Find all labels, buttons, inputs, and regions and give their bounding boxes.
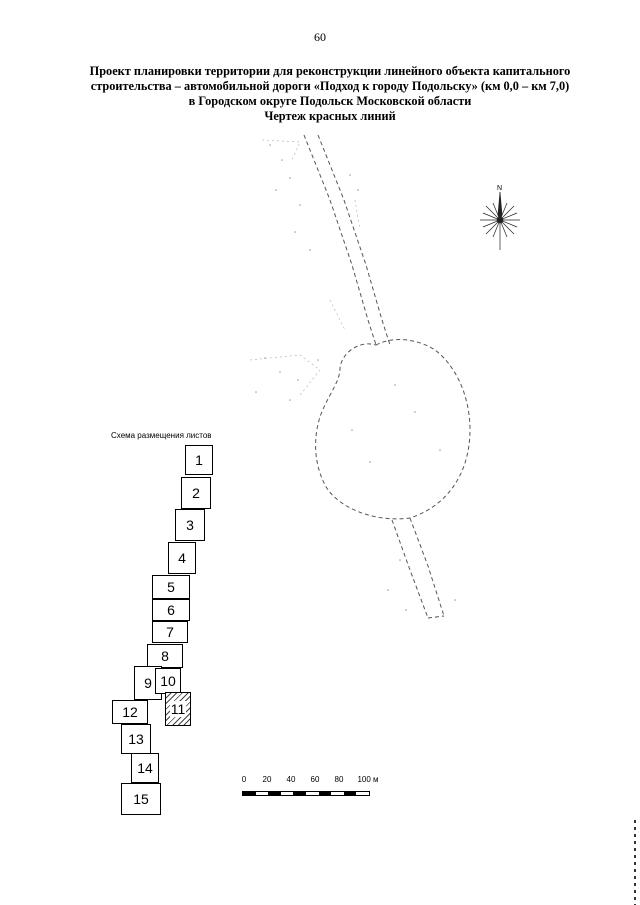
sheet-1: 1 <box>185 445 213 475</box>
title-line-4: Чертеж красных линий <box>264 109 396 123</box>
title-line-2: строительства – автомобильной дороги «По… <box>90 79 570 93</box>
sheet-3: 3 <box>175 509 205 541</box>
scale-tick-label: 80 <box>334 775 344 784</box>
scale-tick-label: 100 м <box>357 775 379 784</box>
interchange-outline <box>315 339 471 520</box>
road-lower-left-edge <box>391 519 429 619</box>
sheet-6: 6 <box>152 599 190 621</box>
scale-bar <box>242 791 370 796</box>
sheet-15: 15 <box>121 783 161 815</box>
sheet-number: 4 <box>178 550 186 566</box>
sheet-number: 8 <box>161 648 169 664</box>
sheet-12: 12 <box>112 700 148 724</box>
scale-tick-label: 0 <box>241 775 247 784</box>
scale-tick-label: 40 <box>286 775 296 784</box>
scale-tick-label: 60 <box>310 775 320 784</box>
road-end-cap <box>427 615 445 619</box>
sheet-number: 14 <box>137 760 153 776</box>
sheet-10: 10 <box>155 668 181 694</box>
sheet-number: 3 <box>186 517 194 533</box>
compass-north-label: N <box>497 185 502 192</box>
scale-tick-label: 20 <box>262 775 272 784</box>
sheet-number: 10 <box>160 673 176 689</box>
sheet-number: 11 <box>169 701 187 717</box>
road-right-edge <box>317 134 391 346</box>
sheet-7: 7 <box>152 621 188 643</box>
sheet-number: 12 <box>122 704 138 720</box>
road-lower-right-edge <box>409 517 445 617</box>
sheet-number: 5 <box>167 579 175 595</box>
sheet-number: 6 <box>167 602 175 618</box>
sheet-number: 2 <box>192 485 200 501</box>
sheet-number: 7 <box>166 624 174 640</box>
sheet-4: 4 <box>168 542 196 574</box>
sheet-layout-caption: Схема размещения листов <box>111 431 212 440</box>
compass-rose <box>480 191 520 250</box>
sheet-8: 8 <box>147 644 183 668</box>
title-line-3: в Городском округе Подольск Московской о… <box>188 94 472 108</box>
sheet-number: 9 <box>144 675 152 691</box>
title-line-1: Проект планировки территории для реконст… <box>89 64 571 78</box>
page-edge-mark <box>634 820 636 905</box>
sheet-number: 15 <box>133 791 149 807</box>
sheet-11: 11 <box>165 692 191 726</box>
document-title: Проект планировки территории для реконст… <box>70 64 590 124</box>
road-left-edge <box>303 134 377 346</box>
sheet-number: 1 <box>195 452 203 468</box>
page-number: 60 <box>314 30 326 44</box>
sheet-14: 14 <box>131 753 159 783</box>
sheet-13: 13 <box>121 724 151 754</box>
sheet-number: 13 <box>128 731 144 747</box>
sheet-5: 5 <box>152 575 190 599</box>
sheet-2: 2 <box>181 477 211 509</box>
